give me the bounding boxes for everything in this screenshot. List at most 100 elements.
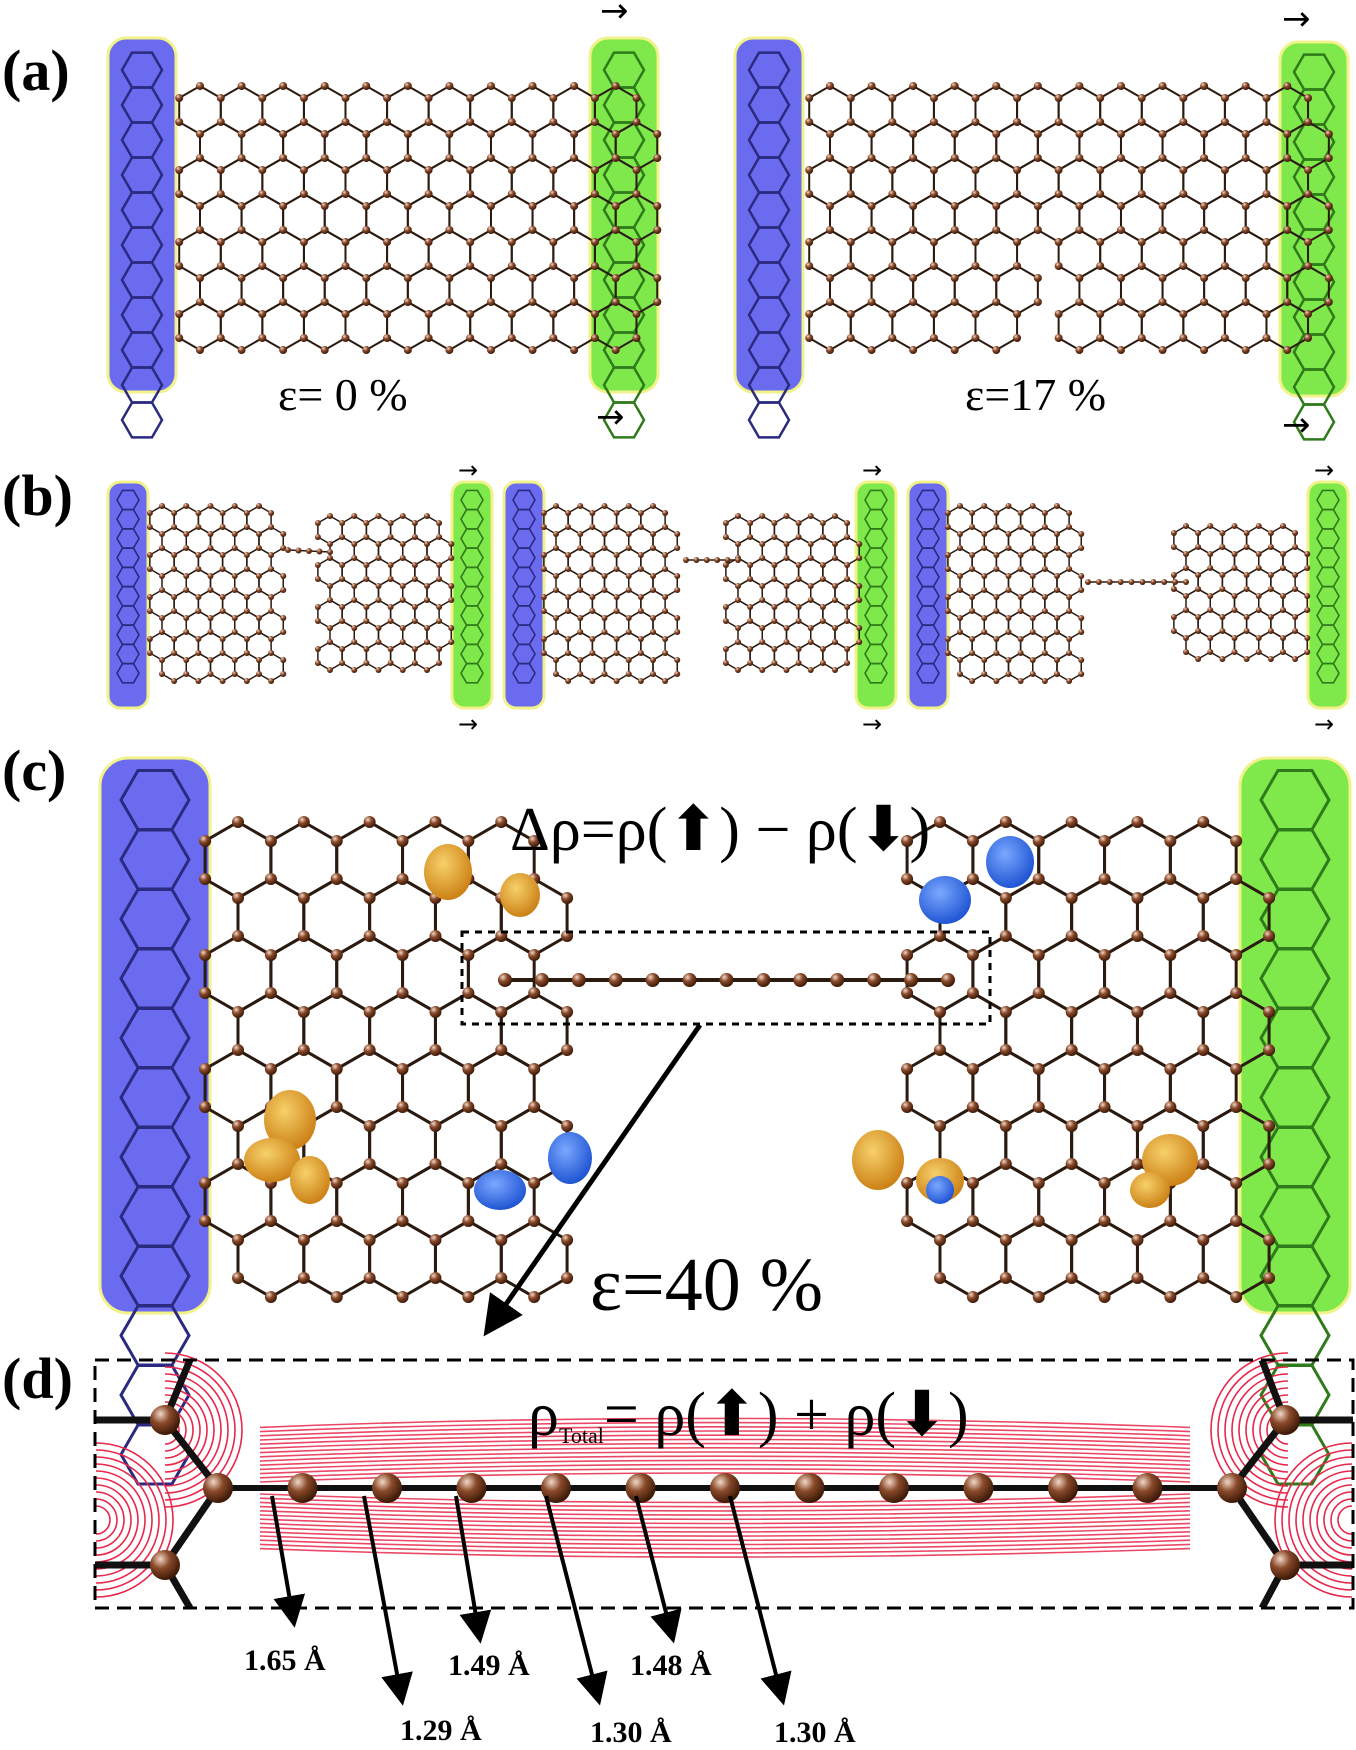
carbon-atom (549, 262, 558, 270)
carbon-atom (957, 531, 963, 537)
carbon-atom (719, 973, 734, 987)
carbon-atom (363, 618, 370, 624)
carbon-atom (971, 94, 980, 102)
carbon-atom (462, 835, 475, 847)
spin-density-isosurfaces (244, 836, 1198, 1210)
carbon-atom (219, 594, 226, 600)
carbon-atom (950, 154, 959, 162)
carbon-atom (528, 202, 537, 210)
carbon-atom (195, 678, 202, 684)
hexagon-ring (282, 264, 326, 316)
carbon-atom (831, 597, 838, 603)
density-contour (259, 1434, 1191, 1445)
carbon-atom (207, 615, 214, 621)
carbon-atom (826, 202, 834, 210)
carbon-atom (1005, 657, 1012, 663)
carbon-atom (1304, 118, 1313, 126)
carbon-atom (1219, 572, 1226, 578)
carbon-atom (1197, 892, 1210, 904)
carbon-atom (486, 202, 495, 210)
carbon-atom (625, 615, 632, 621)
carbon-atom (1263, 1158, 1276, 1170)
carbon-atom (735, 639, 741, 645)
carbon-atom (1098, 1177, 1111, 1189)
carbon-atom (1033, 274, 1042, 282)
carbon-atom (589, 678, 596, 684)
carbon-atom (771, 646, 778, 652)
carbon-atom (1195, 614, 1202, 620)
carbon-atom (541, 1473, 571, 1503)
carbon-atom (146, 552, 153, 558)
carbon-atom (1017, 608, 1024, 614)
bond-length-label: 1.48 Å (630, 1649, 712, 1682)
carbon-atom (714, 557, 721, 563)
carbon-atom (1170, 530, 1177, 536)
carbon-atom (981, 657, 988, 663)
spin-up-lobe (264, 1090, 316, 1150)
carbon-atom (159, 671, 165, 677)
carbon-atom (856, 555, 863, 561)
carbon-atom (1183, 649, 1189, 655)
carbon-atom (1243, 628, 1250, 634)
carbon-atom (339, 520, 346, 526)
carbon-atom (1195, 544, 1202, 550)
carbon-atom (929, 118, 938, 126)
hexagon-ring (1119, 192, 1164, 244)
carbon-atom (1041, 650, 1048, 656)
carbon-atom (722, 646, 729, 652)
carbon-atom (528, 226, 537, 234)
hexagon-ring (531, 192, 576, 244)
hexagon-ring (1233, 630, 1260, 660)
carbon-atom (1032, 835, 1045, 847)
carbon-atom (243, 510, 250, 516)
carbon-atom (944, 524, 951, 530)
carbon-atom (783, 513, 790, 519)
carbon-atom (445, 298, 454, 306)
carbon-atom (1241, 346, 1250, 354)
carbon-atom (341, 238, 350, 246)
carbon-atom (888, 166, 897, 174)
carbon-atom (950, 82, 959, 90)
carbon-atom (553, 573, 559, 579)
carbon-atom (159, 587, 165, 593)
carbon-atom (1200, 154, 1209, 162)
carbon-atom (330, 1215, 343, 1227)
carbon-atom (1243, 530, 1250, 536)
carbon-atom (909, 226, 918, 234)
carbon-atom (747, 576, 754, 582)
density-contour (95, 1449, 167, 1591)
carbon-atom (1053, 531, 1060, 537)
carbon-atom (183, 629, 190, 635)
carbon-atom (436, 562, 443, 568)
carbon-atom (549, 166, 558, 174)
carbon-atom (601, 545, 608, 551)
carbon-atom (363, 562, 370, 568)
carbon-atom (1029, 503, 1036, 509)
carbon-atom (549, 190, 558, 198)
hexagon-ring (1135, 1219, 1205, 1299)
carbon-atom (1066, 636, 1073, 642)
carbon-atom (1324, 154, 1333, 162)
density-contour (95, 1505, 111, 1535)
carbon-atom (255, 545, 262, 551)
carbon-atom (279, 202, 288, 210)
carbon-atom (279, 226, 288, 234)
carbon-atom (724, 557, 731, 563)
carbon-atom (1170, 614, 1177, 620)
carbon-atom (280, 657, 287, 663)
carbon-atom (314, 660, 321, 666)
carbon-atom (1053, 587, 1060, 593)
carbon-atom (339, 604, 346, 610)
hexagon-ring (406, 120, 451, 172)
carbon-atom (232, 1234, 244, 1246)
carbon-atom (993, 566, 1000, 572)
carbon-atom (280, 545, 287, 551)
carbon-atom (1137, 262, 1146, 270)
carbon-atom (1048, 1473, 1078, 1503)
carbon-atom (1283, 202, 1292, 210)
carbon-atom (1065, 1234, 1078, 1246)
carbon-atom (944, 552, 951, 558)
carbon-atom (611, 298, 620, 306)
carbon-atom (363, 1044, 376, 1056)
hexagon-ring (870, 192, 915, 244)
